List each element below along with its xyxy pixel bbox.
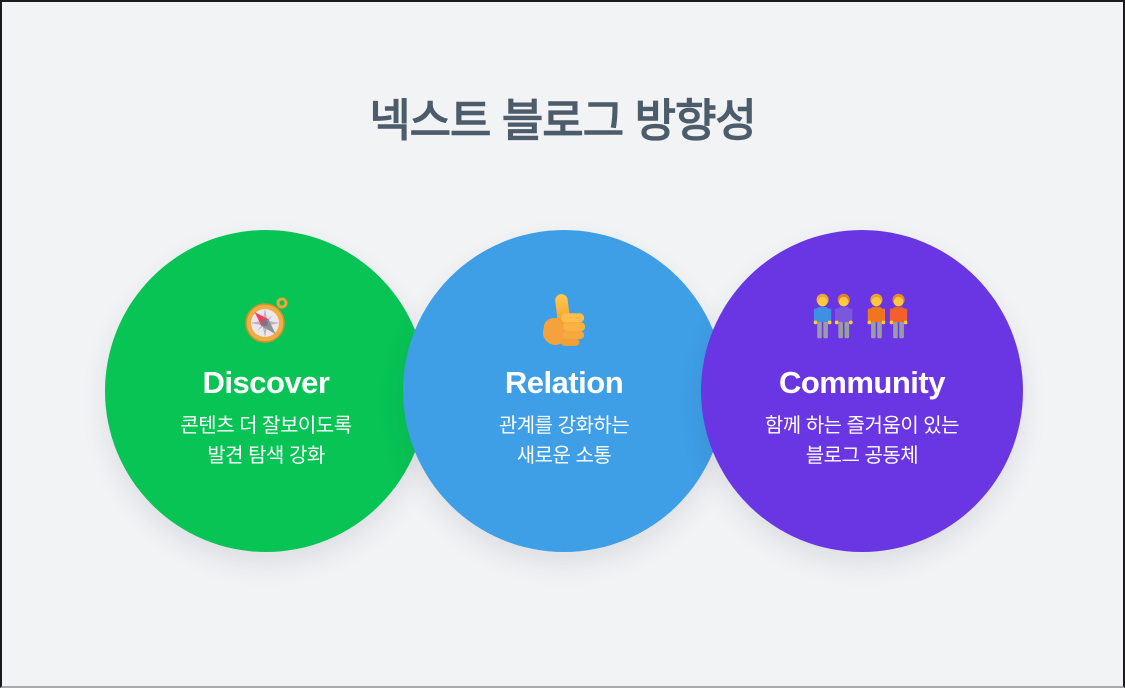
discover-description: 콘텐츠 더 잘보이도록 발견 탐색 강화 bbox=[180, 411, 352, 471]
community-circle: Community 함께 하는 즐거움이 있는 블로그 공동체 bbox=[701, 230, 1023, 552]
discover-description-line2: 발견 탐색 강화 bbox=[207, 445, 325, 467]
relation-title: Relation bbox=[504, 365, 624, 400]
discover-description-line1: 콘텐츠 더 잘보이도록 bbox=[180, 415, 352, 437]
discover-title: Discover bbox=[202, 365, 330, 400]
page-title: 넥스트 블로그 방향성 bbox=[369, 95, 757, 146]
relation-description-line2: 새로운 소통 bbox=[516, 445, 612, 467]
community-description-line2: 블로그 공동체 bbox=[805, 445, 919, 467]
community-title: Community bbox=[778, 365, 946, 400]
community-description-line1: 함께 하는 즐거움이 있는 bbox=[764, 415, 960, 437]
compass-icon bbox=[242, 291, 290, 349]
people-holding-hands-icon bbox=[812, 291, 912, 349]
community-content: Community 함께 하는 즐거움이 있는 블로그 공동체 bbox=[764, 291, 960, 471]
discover-content: Discover 콘텐츠 더 잘보이도록 발견 탐색 강화 bbox=[180, 291, 352, 471]
discover-circle: Discover 콘텐츠 더 잘보이도록 발견 탐색 강화 bbox=[105, 230, 427, 552]
relation-description: 관계를 강화하는 새로운 소통 bbox=[498, 411, 630, 471]
relation-content: Relation 관계를 강화하는 새로운 소통 bbox=[498, 291, 630, 471]
community-description: 함께 하는 즐거움이 있는 블로그 공동체 bbox=[764, 411, 960, 471]
relation-circle: Relation 관계를 강화하는 새로운 소통 bbox=[403, 230, 725, 552]
relation-description-line1: 관계를 강화하는 bbox=[498, 415, 630, 437]
thumbs-up-icon bbox=[540, 291, 588, 349]
